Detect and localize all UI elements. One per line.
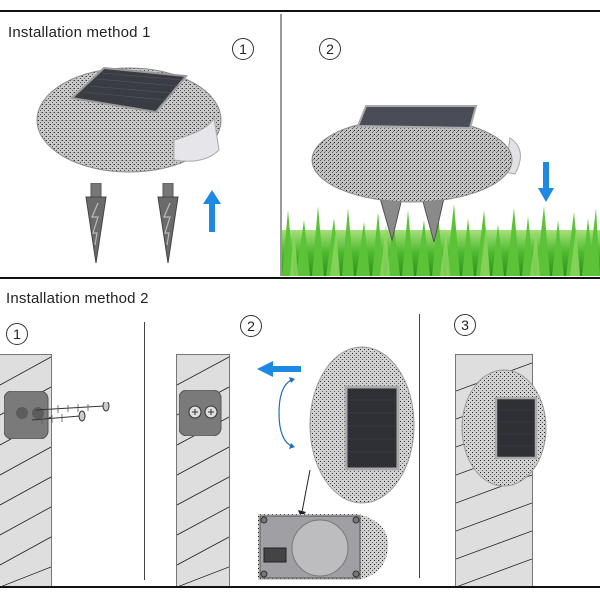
top-border [0,10,600,12]
stone-light-side-view [310,102,530,252]
ground-stake-right [156,183,180,263]
arrow-left-icon [257,361,301,377]
method1-step2-marker: 2 [319,38,341,60]
method2-step2-marker: 2 [240,315,262,337]
grass-lawn [282,200,600,276]
method2-step3-marker: 3 [454,314,476,336]
arrow-down-icon [538,162,554,202]
rotate-arrow-icon [277,375,297,451]
ground-stake-left [84,183,108,263]
method1-divider [280,14,282,276]
section-border [0,277,600,279]
screws [28,402,114,432]
bottom-border [0,586,600,588]
wall-bracket [4,391,50,439]
stone-light-mounted [460,368,552,490]
stone-light-top-view [34,60,234,180]
detail-pointer-arrow [296,470,316,518]
method2-title: Installation method 2 [6,290,149,307]
method1-title: Installation method 1 [8,24,151,41]
light-back-detail [258,512,390,582]
wall-step1 [0,354,52,588]
method2-divider-2 [419,314,420,578]
method1-step1-marker: 1 [232,38,254,60]
arrow-up-icon [203,190,221,232]
stone-light-front-view [308,345,418,505]
method2-step1-marker: 1 [6,323,28,345]
mounted-bracket [179,390,225,436]
method2-divider-1 [144,322,145,580]
